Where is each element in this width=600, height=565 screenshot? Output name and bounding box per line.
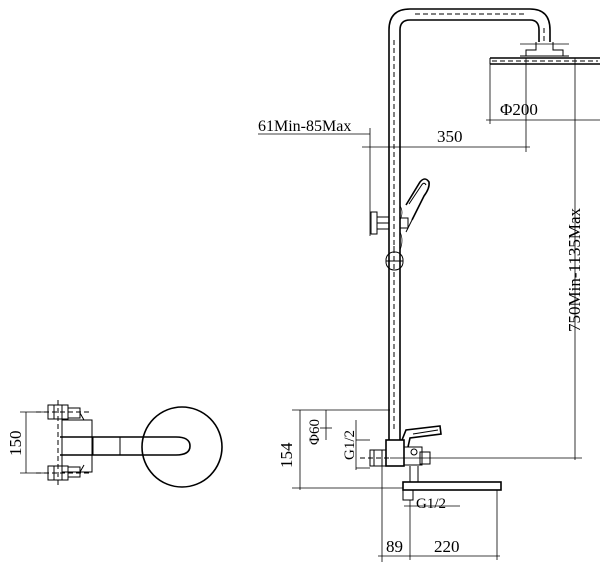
inlet-spacing-dimension: 150 (6, 411, 48, 474)
spout-length-label: 220 (434, 537, 460, 556)
arm-length-label: 350 (437, 127, 463, 146)
inlet-thread-dimension: G1/2 (342, 420, 370, 470)
pipe-diameter-dimension: Φ60 (307, 410, 332, 445)
head-diameter-label: Φ200 (500, 100, 538, 119)
shower-head (489, 42, 600, 65)
body-height-label: 154 (277, 442, 296, 468)
bath-spout (402, 466, 502, 525)
pipe-diameter-label: Φ60 (307, 419, 323, 445)
wall-clearance-label: 61Min-85Max (258, 118, 351, 135)
mixer-body (360, 425, 442, 467)
slide-holder (385, 246, 404, 271)
hand-shower (399, 178, 430, 251)
inlet-thread-label: G1/2 (342, 430, 358, 460)
front-view (36, 400, 223, 488)
bottom-dimensions: 89 220 (378, 466, 500, 562)
head-diameter-dimension: Φ200 (486, 64, 600, 124)
inlet-spacing-label: 150 (6, 431, 25, 457)
height-range-label: 750Min-1135Max (565, 207, 584, 332)
wall-bracket (370, 211, 409, 235)
height-range-dimension: 750Min-1135Max (390, 57, 584, 460)
outlet-thread-label: G1/2 (416, 496, 446, 512)
body-height-dimension: 154 (277, 409, 403, 490)
arm-length-dimension: 350 (362, 58, 530, 152)
wall-offset-label: 89 (386, 537, 403, 556)
wall-clearance-dimension: 61Min-85Max (258, 118, 371, 236)
outlet-thread-dimension: G1/2 (404, 496, 460, 512)
shower-riser-pipe (388, 8, 551, 440)
